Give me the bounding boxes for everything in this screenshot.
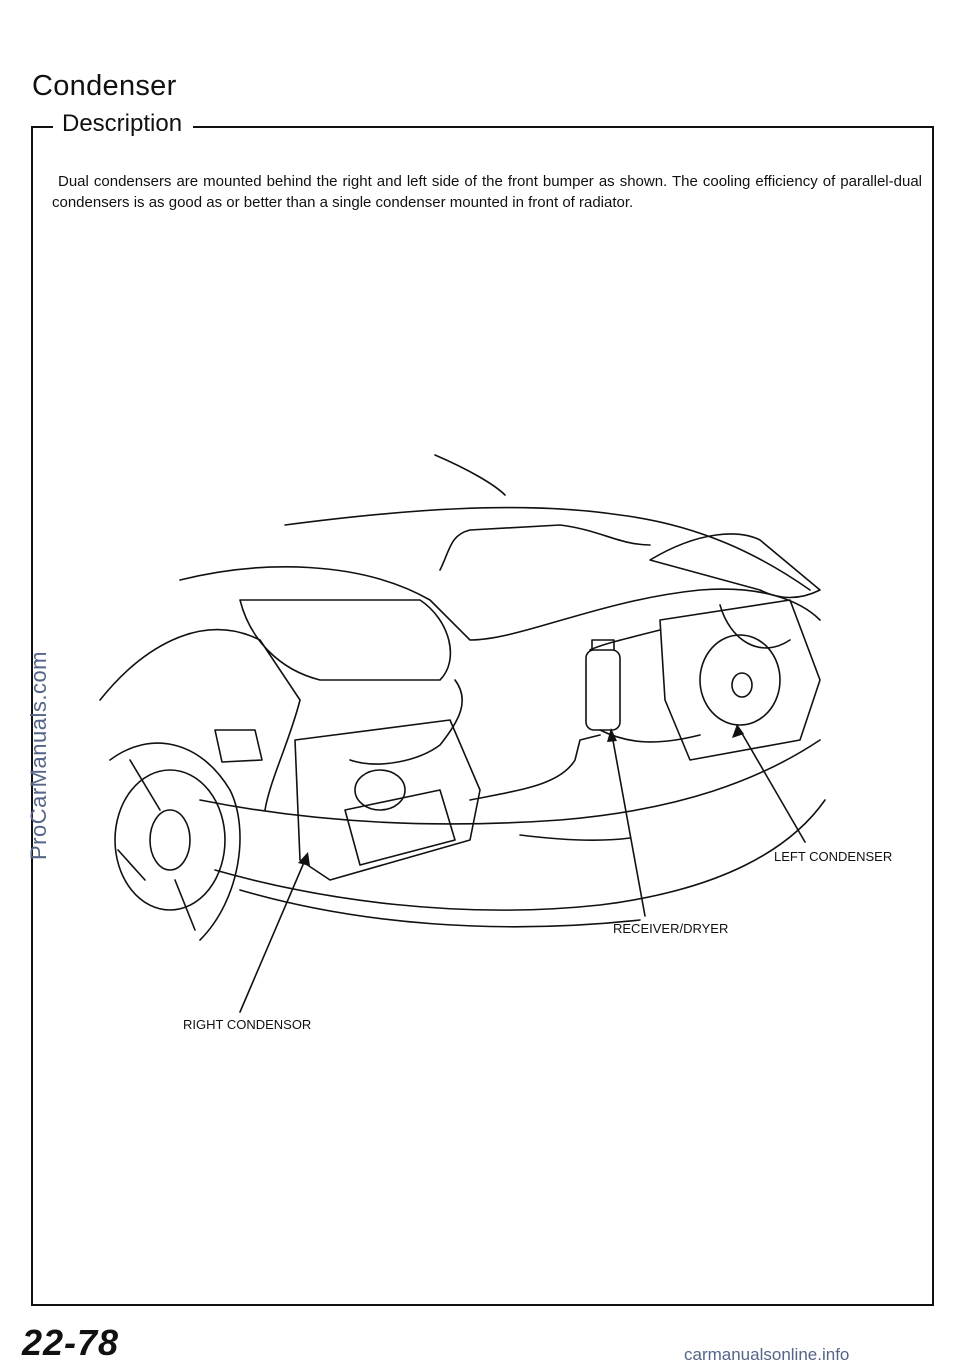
bumper-lower — [239, 889, 641, 928]
arrow-receiver-dryer — [607, 728, 617, 742]
wheel-spoke-3 — [117, 849, 146, 881]
side-watermark: ProCarManuals.com — [26, 650, 51, 860]
roof-line — [434, 454, 506, 496]
leader-receiver-dryer — [611, 734, 646, 917]
wheel-center — [149, 809, 191, 871]
description-text: Dual condensers are mounted behind the r… — [52, 173, 922, 211]
bumper-bottom — [214, 799, 826, 911]
refrigerant-line-cross — [589, 629, 661, 651]
fender-left — [99, 628, 301, 811]
wheel-hub — [114, 769, 226, 911]
wheel-spoke-1 — [129, 759, 161, 811]
right-condenser-fan — [354, 769, 406, 811]
page-number: 22-78 — [22, 1322, 120, 1363]
wheel-arch — [109, 742, 241, 941]
right-condenser-body — [294, 719, 481, 881]
receiver-dryer-cap — [591, 639, 615, 651]
bumper-top — [199, 739, 821, 825]
label-left-condenser: LEFT CONDENSER — [774, 849, 893, 864]
receiver-dryer-body — [585, 649, 621, 731]
section-heading: Description — [62, 110, 191, 138]
leader-right-condensor — [239, 859, 306, 1013]
headlight-left — [239, 599, 452, 681]
left-condenser-fan-hub — [731, 672, 753, 698]
label-receiver-dryer: RECEIVER/DRYER — [613, 921, 729, 936]
left-condenser-fan — [699, 634, 781, 726]
windshield-line — [284, 506, 811, 591]
description-paragraph: Dual condensers are mounted behind the r… — [52, 171, 922, 213]
right-condenser-core — [344, 789, 456, 866]
bottom-watermark: carmanualsonline.info — [684, 1345, 850, 1364]
frame-top-right-rule — [193, 126, 934, 128]
arrow-right-condensor — [298, 852, 310, 866]
left-condenser-body — [659, 599, 821, 761]
hood-outline — [179, 566, 821, 641]
leader-left-condenser — [739, 729, 806, 843]
grille-slot — [519, 834, 631, 841]
content-frame — [31, 126, 934, 1306]
refrigerant-line-top — [439, 524, 651, 571]
left-hose — [719, 604, 791, 649]
right-hose — [349, 679, 464, 765]
wheel-spoke-2 — [174, 879, 196, 931]
refrigerant-line-bottom — [469, 734, 601, 801]
side-light — [214, 729, 263, 763]
label-right-condensor: RIGHT CONDENSOR — [183, 1017, 312, 1032]
page-title: Condenser — [32, 70, 177, 102]
frame-top-left-rule — [31, 126, 53, 128]
headlight-right — [649, 533, 821, 599]
arrow-left-condenser — [732, 724, 744, 738]
